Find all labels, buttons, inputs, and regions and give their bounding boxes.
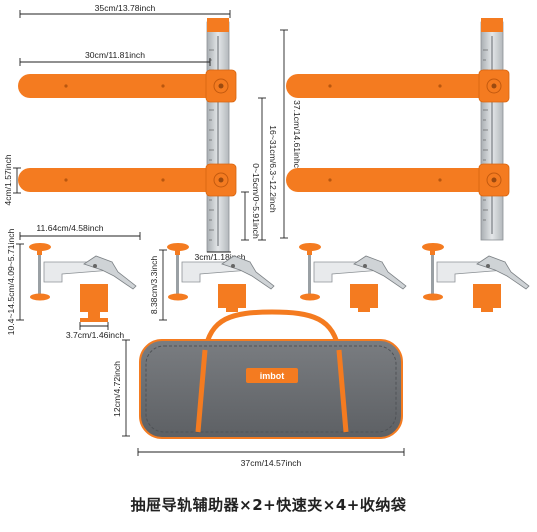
quick-clamp-4 — [422, 243, 530, 312]
dimension-lines-guides — [13, 10, 288, 253]
drawer-guide-left — [18, 18, 237, 253]
dim-guide-width: 35cm/13.78inch — [95, 3, 156, 13]
support-arm-upper-left — [18, 74, 212, 98]
product-caption: 抽屉导轨辅助器×2+快速夹×4+收纳袋 — [130, 496, 407, 514]
dim-clamp-width: 11.64cm/4.58inch — [36, 223, 103, 233]
dim-arm-length: 30cm/11.81inch — [85, 50, 145, 60]
dimension-lines-clamps — [16, 232, 167, 330]
bag-handle — [202, 309, 342, 355]
bag-body — [139, 339, 403, 439]
dim-ruler-width: 3cm/1.18inch — [194, 252, 245, 262]
quick-clamp-1 — [29, 243, 137, 322]
dimension-lines-bag — [122, 339, 405, 456]
support-arm-lower-right — [286, 168, 486, 192]
dim-total-height: 37.1cm/14.61inhc — [292, 100, 302, 169]
brand-label — [246, 368, 298, 383]
support-arm-upper-right — [286, 74, 486, 98]
storage-bag: imbot — [139, 309, 403, 439]
dim-bag-width: 37cm/14.57inch — [241, 458, 302, 468]
ruler-cap-right — [481, 18, 503, 32]
dim-arm-height: 4cm/1.57inch — [3, 154, 13, 205]
dim-slide-range: 0~15cm/0~5.91inch — [251, 163, 261, 239]
ruler-cap-left — [207, 18, 229, 32]
drawer-guide-right — [286, 18, 510, 241]
dim-bag-height: 12cm/4.72inch — [112, 361, 122, 417]
quick-clamp-2 — [167, 243, 275, 312]
dim-clamp-height-range: 10.4~14.5cm/4.09~5.71inch — [6, 229, 16, 336]
quick-clamp-3 — [299, 243, 407, 312]
dim-foot-width: 3.7cm/1.46inch — [66, 330, 125, 340]
dim-adjust-range: 16~31cm/6.3~12.2inch — [268, 125, 278, 213]
brand-text: imbot — [260, 371, 285, 381]
support-arm-lower-left — [18, 168, 212, 192]
dim-clamp-depth: 8.38cm/3.3inch — [149, 256, 159, 315]
